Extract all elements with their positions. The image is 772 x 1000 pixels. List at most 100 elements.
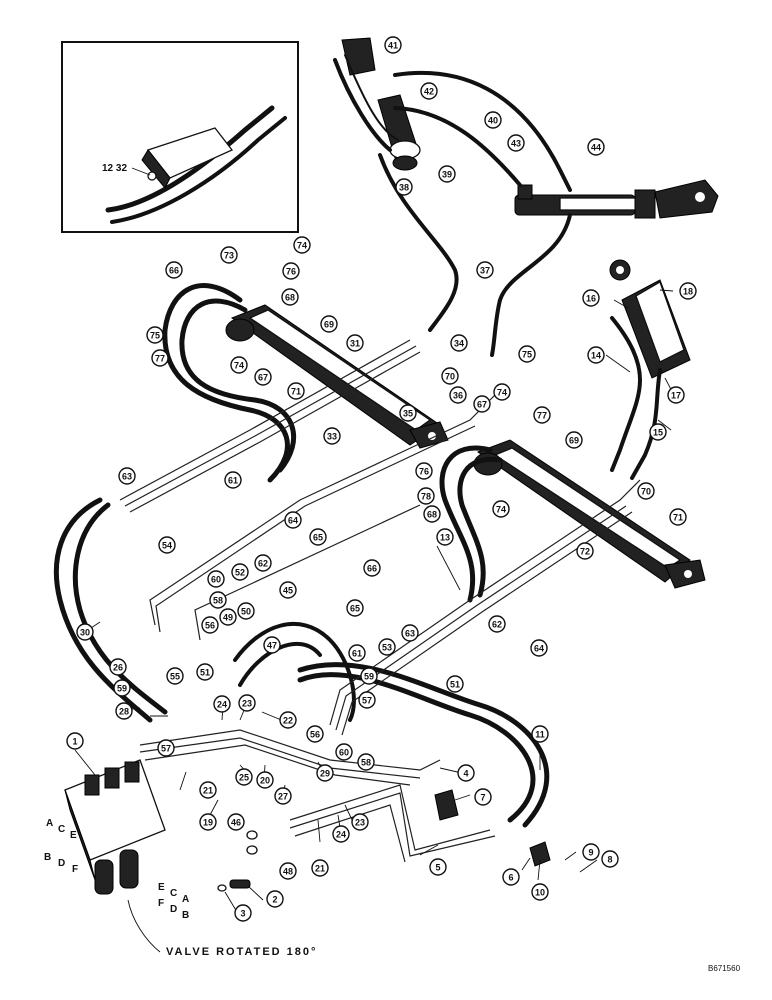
callout-circle [601,850,619,868]
callout-number: 62 [492,620,502,630]
callout-number: 66 [367,564,377,574]
callout-number: 4 [463,769,468,779]
callout-number: 67 [477,400,487,410]
callout-13: 13 [436,528,454,546]
callout-41: 41 [384,36,402,54]
callout-63: 63 [118,467,136,485]
callout-20: 20 [256,771,274,789]
callout-circle [415,462,433,480]
callout-64: 64 [284,511,302,529]
callout-58: 58 [209,591,227,609]
callout-65: 65 [309,528,327,546]
callout-48: 48 [279,862,297,880]
callout-circle [667,386,685,404]
callout-number: 57 [362,696,372,706]
callout-circle [493,383,511,401]
callout-73: 73 [220,246,238,264]
callout-number: 7 [480,793,485,803]
callout-circle [284,511,302,529]
inset-detail: 12 32 [61,41,299,233]
callout-circle [649,423,667,441]
callout-number: 42 [424,87,434,97]
callout-number: 27 [278,792,288,802]
callout-circle [146,326,164,344]
port-letter: D [170,904,177,915]
callout-circle [234,904,252,922]
callout-number: 24 [217,700,227,710]
callout-circle [518,345,536,363]
callout-63: 63 [401,624,419,642]
callout-circle [565,431,583,449]
callout-54: 54 [158,536,176,554]
callout-circle [587,346,605,364]
callout-number: 5 [435,863,440,873]
callout-circle [219,608,237,626]
callout-number: 65 [350,604,360,614]
callout-number: 71 [673,513,683,523]
callout-circle [199,781,217,799]
callout-69: 69 [565,431,583,449]
callout-circle [266,890,284,908]
callout-circle [679,282,697,300]
callout-circle [474,788,492,806]
callout-number: 59 [117,684,127,694]
callout-circle [238,694,256,712]
callout-circle [165,261,183,279]
callout-60: 60 [335,743,353,761]
callout-number: 17 [671,391,681,401]
callout-circle [209,591,227,609]
callout-labels: 1234567891011131415161718192021212223232… [66,36,697,922]
callout-15: 15 [649,423,667,441]
callout-number: 23 [242,699,252,709]
callout-circle [346,599,364,617]
callout-circle [582,289,600,307]
callout-number: 45 [283,586,293,596]
callout-circle [438,165,456,183]
callout-62: 62 [254,554,272,572]
callout-76: 76 [415,462,433,480]
callout-number: 60 [211,575,221,585]
callout-circle [113,679,131,697]
callout-61: 61 [348,644,366,662]
callout-number: 63 [122,472,132,482]
callout-72: 72 [576,542,594,560]
callout-77: 77 [533,406,551,424]
callout-16: 16 [582,289,600,307]
callout-number: 59 [364,672,374,682]
callout-number: 76 [419,467,429,477]
callout-circle [346,334,364,352]
callout-number: 48 [283,867,293,877]
callout-circle [531,725,549,743]
callout-number: 21 [203,786,213,796]
callout-circle [395,178,413,196]
upper-hoses [378,70,572,357]
callout-30: 30 [76,623,94,641]
callout-number: 56 [205,621,215,631]
callout-55: 55 [166,667,184,685]
callout-number: 75 [150,331,160,341]
callout-circle [66,732,84,750]
callout-53: 53 [378,638,396,656]
callout-66: 66 [165,261,183,279]
callout-number: 63 [405,629,415,639]
callout-74: 74 [492,500,510,518]
callout-number: 70 [445,372,455,382]
callout-number: 49 [223,613,233,623]
callout-circle [423,505,441,523]
callout-number: 67 [258,373,268,383]
callout-22: 22 [279,711,297,729]
callout-circle [263,636,281,654]
callout-circle [587,138,605,156]
callout-14: 14 [587,346,605,364]
callout-circle [118,467,136,485]
callout-circle [348,644,366,662]
callout-circle [237,602,255,620]
callout-number: 61 [228,476,238,486]
callout-57: 57 [358,691,376,709]
right-main-cylinder [473,439,706,589]
callout-24: 24 [213,695,231,713]
callout-51: 51 [196,663,214,681]
callout-circle [279,581,297,599]
callout-number: 3 [240,909,245,919]
callout-66: 66 [363,559,381,577]
